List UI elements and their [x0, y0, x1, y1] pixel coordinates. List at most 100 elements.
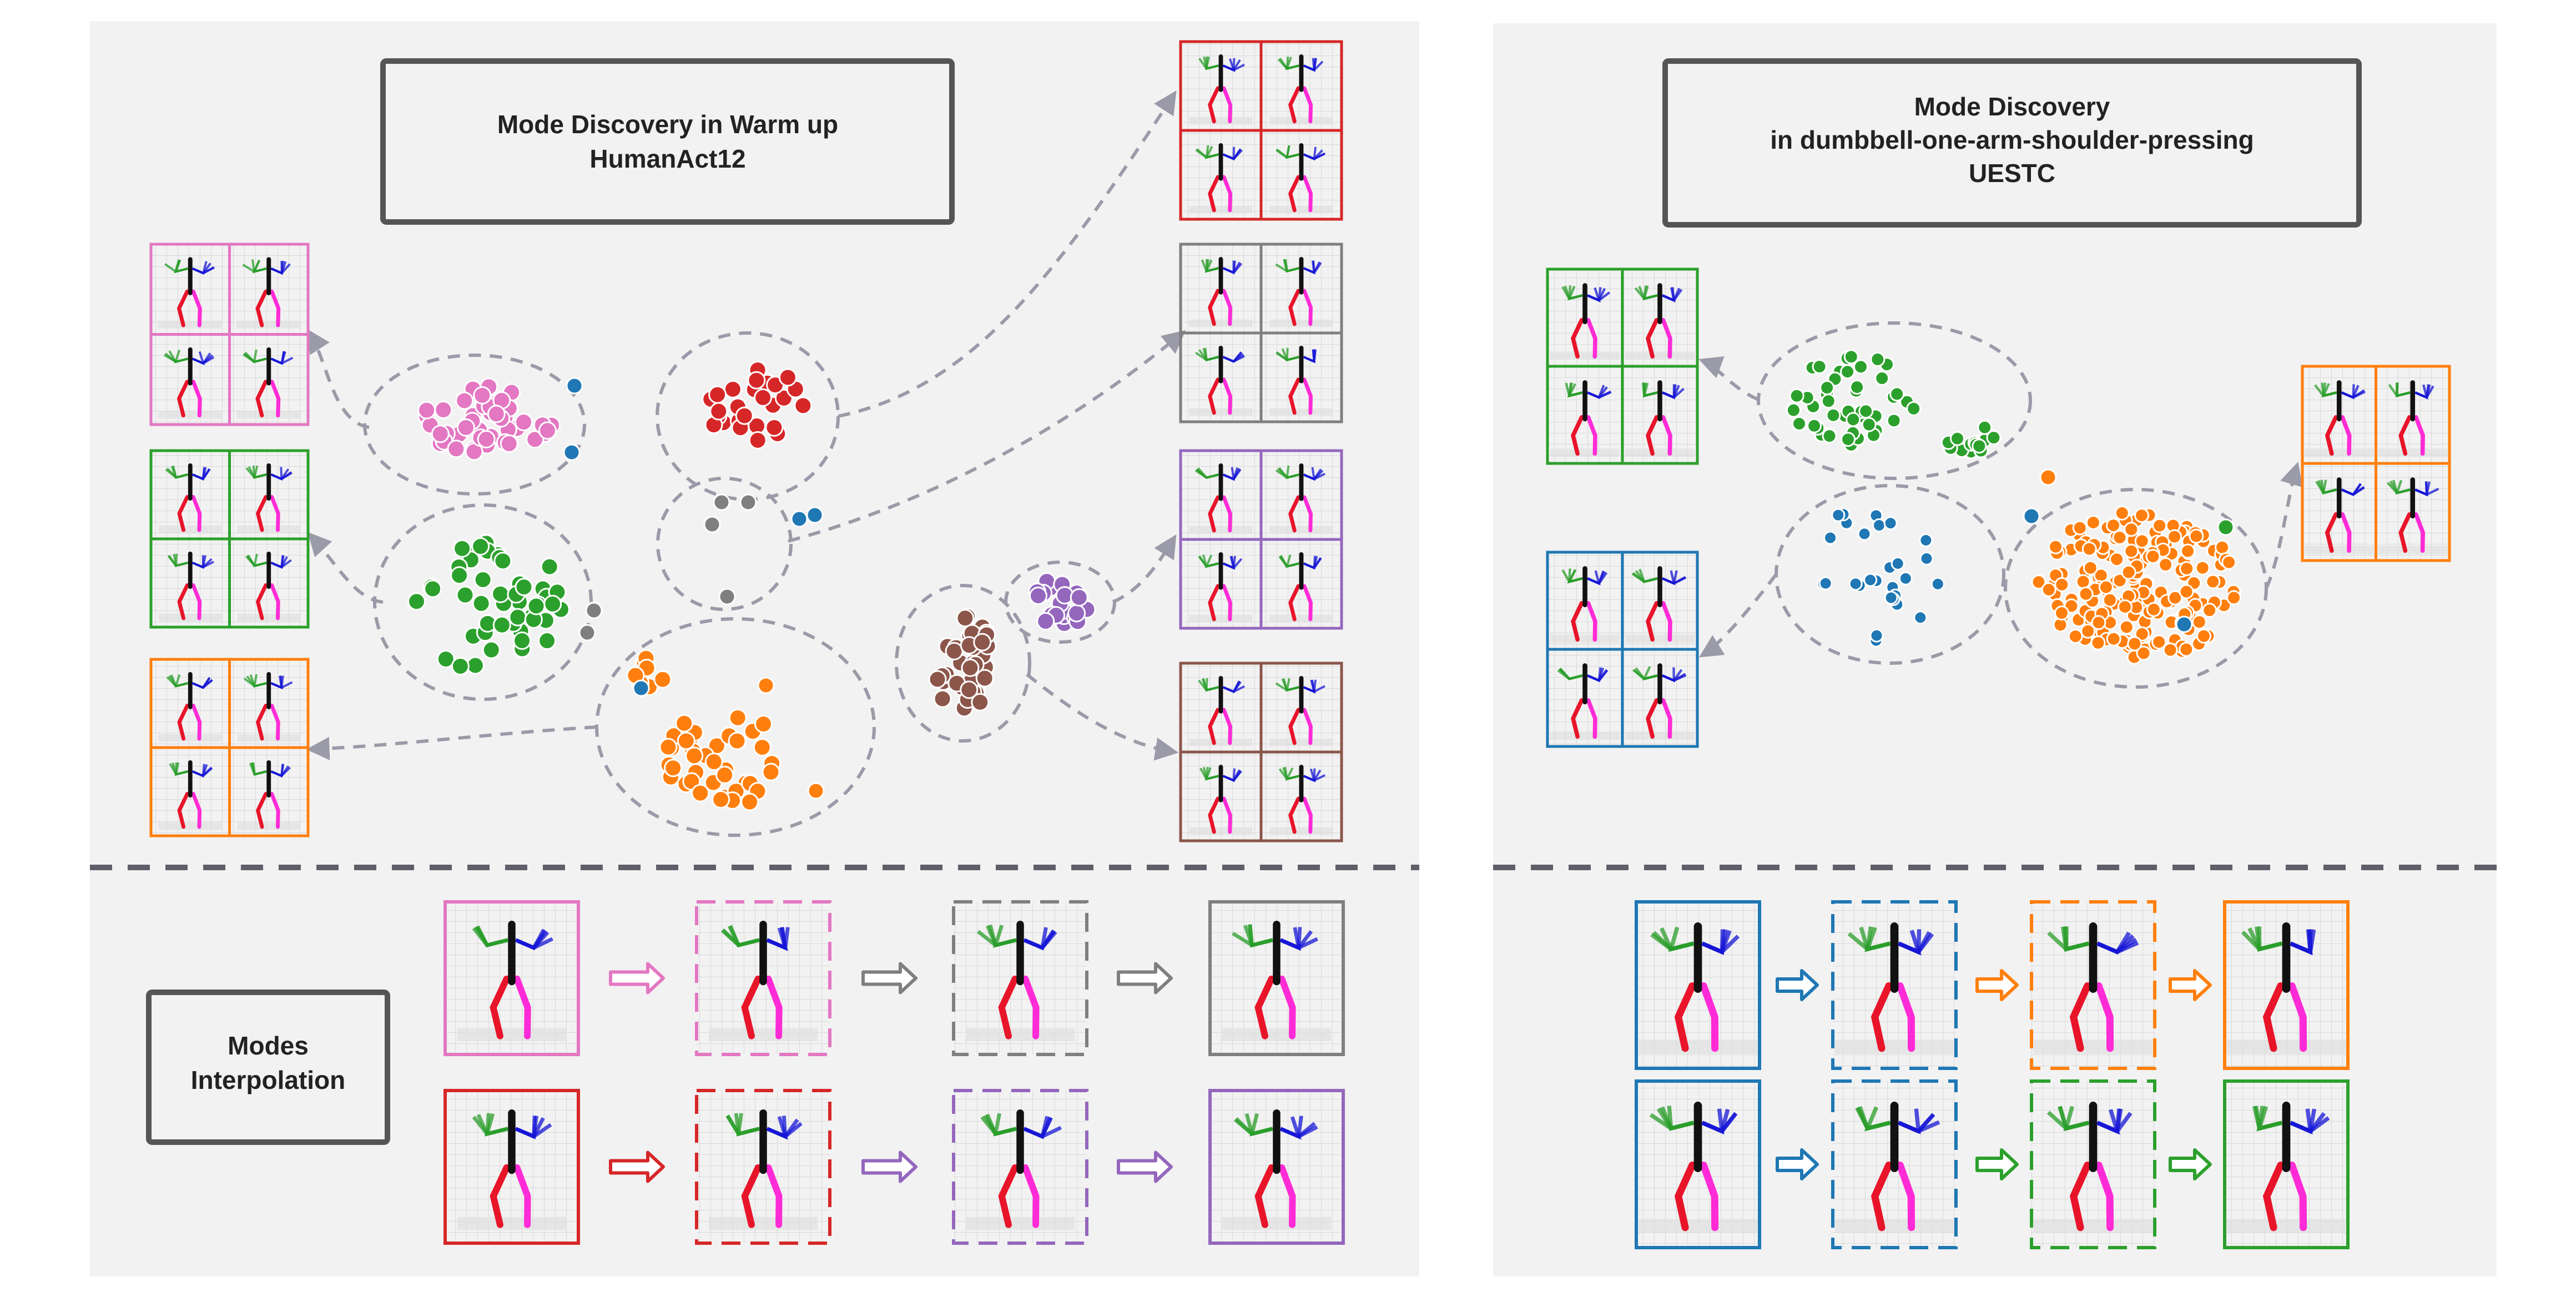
- outlier-point: [2175, 615, 2193, 633]
- uestc-blue-point: [1919, 551, 1934, 566]
- uestc-blue-point: [1872, 518, 1886, 533]
- uestc-blue-point: [1863, 573, 1878, 587]
- outlier-point: [790, 510, 808, 528]
- skeleton-pose-icon: [158, 672, 222, 742]
- orange-point: [659, 738, 678, 756]
- interpolated-pose-frame: [2030, 900, 2156, 1070]
- cluster-ellipse-pink: [363, 354, 586, 496]
- skeleton-pose-icon: [2226, 1102, 2346, 1233]
- skeleton-pose-icon: [158, 551, 222, 622]
- orange-point: [675, 714, 694, 733]
- orange-point: [753, 738, 772, 757]
- uestc-orange-point: [2106, 631, 2121, 647]
- outlier-point: [806, 506, 824, 524]
- uestc-orange-point: [2191, 614, 2207, 630]
- uestc-orange-point: [2215, 539, 2230, 555]
- skeleton-pose-icon: [1550, 380, 1620, 457]
- skeleton-pose-icon: [457, 920, 567, 1042]
- mode-pose-frame: [1208, 900, 1345, 1056]
- cluster-ellipse-gray: [656, 477, 793, 611]
- uestc-blue-point: [1831, 508, 1846, 522]
- skeleton-pose-icon: [236, 347, 301, 419]
- right-arrow-icon: [1975, 1148, 2019, 1180]
- brown-point: [933, 689, 952, 708]
- green-point: [472, 594, 491, 613]
- skeleton-pose-icon: [1550, 663, 1620, 740]
- uestc-orange-point: [2117, 599, 2133, 614]
- uestc-green-point: [1861, 417, 1877, 432]
- skeleton-pose-icon: [457, 1109, 567, 1230]
- skeleton-pose-icon: [708, 920, 818, 1042]
- uestc-green-point: [1840, 364, 1856, 380]
- purple-point: [1036, 612, 1055, 630]
- uestc-green-point: [1822, 428, 1837, 444]
- skeleton-pose-icon: [965, 920, 1075, 1042]
- uestc-orange-point: [2072, 520, 2088, 536]
- interpolated-pose-frame: [695, 900, 831, 1056]
- uestc-green-point: [1846, 412, 1861, 427]
- uestc-orange-point: [2134, 533, 2150, 549]
- mode-cell: [1259, 331, 1343, 423]
- red-point: [723, 380, 742, 398]
- orange-point: [728, 708, 747, 727]
- interp-title-line1: Modes: [228, 1031, 309, 1060]
- green-point: [407, 592, 426, 611]
- skeleton-pose-icon: [2033, 1102, 2153, 1233]
- cluster-ellipse-uestc-green: [1757, 321, 2032, 480]
- uestc-blue-point: [1913, 610, 1928, 625]
- red-point: [778, 368, 797, 387]
- outlier-point: [713, 493, 730, 511]
- uestc-orange-point: [2124, 522, 2139, 537]
- mode-pose-frame: [2223, 1079, 2350, 1249]
- brown-point: [945, 642, 964, 660]
- skeleton-pose-icon: [237, 551, 301, 622]
- pink-point: [455, 391, 474, 410]
- skeleton-pose-icon: [1625, 380, 1695, 457]
- skeleton-pose-icon: [1834, 922, 1954, 1054]
- uestc-blue-point: [1919, 533, 1933, 547]
- green-point: [513, 631, 532, 650]
- uestc-green-point: [1986, 430, 2002, 446]
- connector-brown: [1026, 673, 1179, 761]
- skeleton-pose-icon: [1189, 764, 1253, 835]
- skeleton-pose-icon: [2378, 477, 2448, 554]
- red-point: [708, 385, 727, 404]
- uestc-blue-point: [1883, 516, 1898, 531]
- scatter-layer: [407, 349, 2242, 811]
- uestc-orange-point: [2054, 577, 2070, 592]
- mode-grid-uestc-blue: [1546, 551, 1699, 748]
- uestc-orange-point: [2205, 574, 2221, 589]
- uestc-orange-point: [2081, 541, 2097, 557]
- uestc-blue-point: [1891, 556, 1905, 571]
- pink-point: [431, 425, 450, 443]
- skeleton-pose-icon: [1638, 1102, 1758, 1233]
- humanact-title-box: Mode Discovery in Warm up HumanAct12: [380, 58, 955, 225]
- uestc-orange-point: [2127, 636, 2143, 652]
- interpolated-pose-frame: [1831, 900, 1958, 1070]
- outlier-point: [757, 677, 775, 694]
- uestc-orange-point: [2112, 530, 2128, 546]
- skeleton-pose-icon: [2304, 380, 2374, 457]
- purple-point: [1029, 586, 1047, 605]
- skeleton-pose-icon: [1625, 663, 1695, 740]
- uestc-orange-point: [2179, 642, 2194, 657]
- outlier-point: [739, 493, 757, 511]
- green-point: [527, 597, 546, 615]
- outlier-point: [585, 602, 603, 619]
- mode-cell: [1621, 648, 1699, 748]
- skeleton-pose-icon: [2033, 922, 2153, 1054]
- interp-title-line2: Interpolation: [191, 1066, 346, 1094]
- uestc-title-line1: Mode Discovery: [1914, 92, 2110, 121]
- mode-cell: [1621, 365, 1699, 465]
- skeleton-pose-icon: [1222, 1109, 1332, 1230]
- uestc-orange-point: [2167, 590, 2183, 605]
- uestc-green-point: [1843, 349, 1859, 365]
- skeleton-pose-icon: [1550, 283, 1620, 360]
- right-arrow-icon: [2169, 969, 2212, 1001]
- orange-point: [712, 790, 730, 809]
- purple-point: [1070, 588, 1088, 607]
- green-point: [508, 608, 527, 627]
- uestc-orange-point: [2091, 615, 2106, 630]
- mode-pose-frame: [443, 900, 580, 1056]
- green-point: [451, 657, 470, 675]
